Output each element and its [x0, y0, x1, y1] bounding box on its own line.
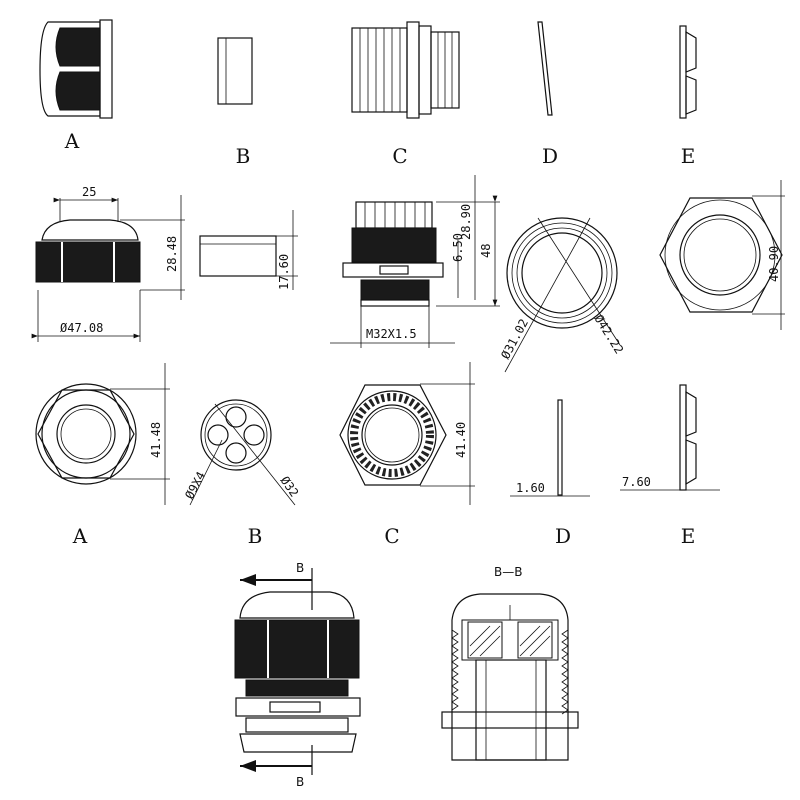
dim-cap-width: 25 — [82, 185, 96, 199]
dim-seal-diameter: Ø32 — [278, 474, 302, 500]
part-b-seal-side — [217, 37, 253, 105]
body-dimensioned-view — [330, 175, 500, 348]
dim-cap-across: 41.48 — [149, 422, 163, 458]
assembly-section-view: B—B — [441, 565, 579, 761]
dim-seal-height: 17.60 — [277, 254, 291, 290]
part-d-washer-side — [537, 21, 553, 116]
dim-seal-holes: Ø9X4 — [182, 469, 208, 501]
label-row1-e: E — [681, 144, 696, 168]
dim-cap-diameter: Ø47.08 — [60, 321, 103, 335]
locknut-edge-view — [620, 384, 720, 491]
label-row1-a: A — [64, 129, 80, 153]
part-a-cap-side — [39, 19, 113, 119]
dim-washer-thickness: 1.60 — [516, 481, 545, 495]
part-c-body-side — [351, 21, 460, 119]
cut-label-bottom: B — [296, 775, 304, 789]
dim-washer-outer: Ø42.22 — [591, 312, 626, 356]
washer-dimensioned-view — [504, 217, 621, 373]
dim-body-total: 48 — [479, 244, 493, 258]
dim-body-flange: 6.50 — [451, 233, 465, 262]
body-top-view — [339, 362, 475, 505]
row3-labels: A B C D E — [72, 524, 696, 548]
label-row3-a: A — [72, 524, 88, 548]
cut-label-top: B — [296, 561, 304, 575]
section-title: B—B — [494, 565, 522, 579]
dim-body-upper: 28.90 — [459, 204, 473, 240]
dim-body-across: 41.40 — [454, 422, 468, 458]
label-row1-b: B — [236, 144, 251, 168]
seal-top-view — [189, 399, 296, 506]
dim-cap-height: 28.48 — [165, 236, 179, 272]
label-row3-c: C — [384, 524, 399, 548]
label-row1-c: C — [392, 144, 407, 168]
seal-dimensioned-view — [199, 210, 298, 290]
label-row3-d: D — [555, 524, 571, 548]
dim-locknut-height: 40.90 — [767, 246, 781, 282]
cap-dimensioned-view — [31, 195, 185, 342]
label-row3-e: E — [681, 524, 696, 548]
dim-body-thread: M32X1.5 — [366, 327, 417, 341]
label-row3-b: B — [248, 524, 263, 548]
locknut-dimensioned-view — [659, 180, 785, 330]
washer-edge-view — [510, 399, 590, 497]
label-row1-d: D — [542, 144, 558, 168]
cap-top-view — [35, 363, 170, 505]
part-e-locknut-side — [679, 25, 697, 119]
dim-locknut-thickness: 7.60 — [622, 475, 651, 489]
assembly-side-view — [234, 568, 361, 775]
